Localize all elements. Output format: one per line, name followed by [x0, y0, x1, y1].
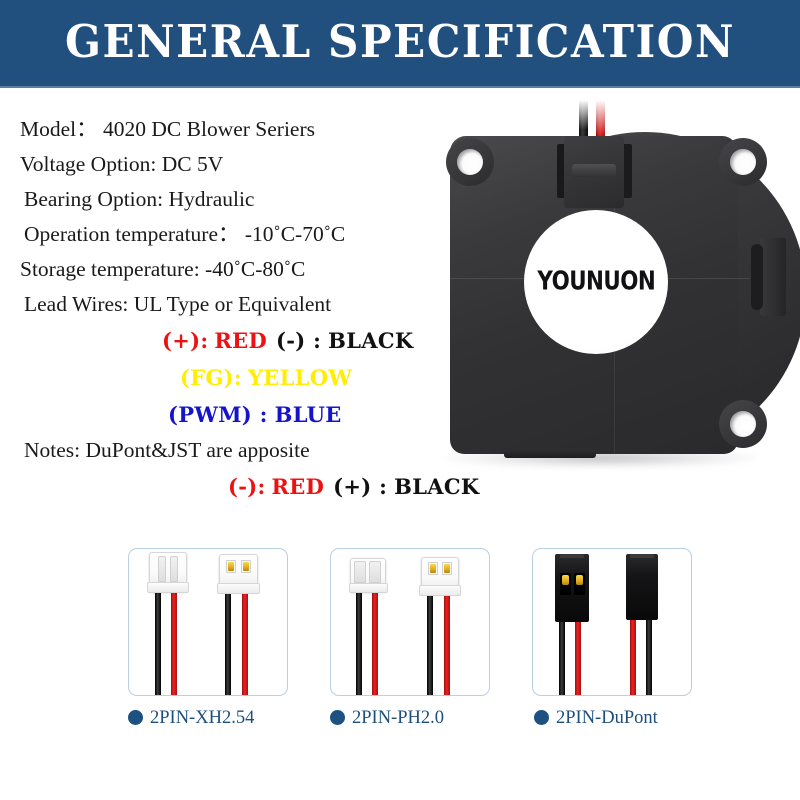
- polarity-row-power: (+):RED (-) :BLACK: [20, 322, 440, 359]
- reversed-plus-label: (+) :: [333, 474, 388, 499]
- connector-label-ph20: 2PIN-PH2.0: [330, 705, 490, 731]
- lead-red: [630, 615, 636, 695]
- connector-cap: [630, 554, 654, 558]
- pin-contact-right: [243, 562, 249, 571]
- reversed-plus-color: BLACK: [394, 474, 480, 499]
- lead-red: [242, 591, 248, 695]
- polarity-row-reversed: (-):RED (+) :BLACK: [20, 468, 479, 505]
- pwm-color: BLUE: [274, 402, 342, 427]
- reversed-minus-color: RED: [271, 474, 325, 499]
- spec-row-operation-temperature: Operation temperature： -10˚C-70˚C: [24, 222, 346, 246]
- connector-rib-right: [369, 561, 381, 583]
- wire-retention-clip: [572, 164, 616, 177]
- connector-label-dupont: 2PIN-DuPont: [534, 705, 692, 731]
- polarity-minus-label: (-) :: [276, 328, 322, 353]
- lead-red: [444, 593, 450, 695]
- connector-card-xh254[interactable]: 2PIN-XH2.54: [128, 548, 288, 731]
- pin-contact-right: [444, 564, 450, 573]
- spec-row-model: Model： 4020 DC Blower Seriers: [20, 117, 315, 141]
- fan-hub: YOUNUON: [524, 210, 668, 354]
- fan-outlet-tab: [760, 238, 786, 316]
- lead-red: [171, 589, 177, 695]
- connector-card-ph20[interactable]: 2PIN-PH2.0: [330, 548, 490, 731]
- connector-card-dupont[interactable]: 2PIN-DuPont: [532, 548, 692, 731]
- pin-contact-left: [430, 564, 436, 573]
- spec-row-storage-temperature: Storage temperature: -40˚C-80˚C: [20, 257, 306, 281]
- lead-black: [155, 589, 161, 695]
- brand-logo-text: YOUNUON: [537, 266, 655, 297]
- connector-skirt: [217, 583, 260, 594]
- mounting-hole-top-left: [446, 138, 494, 186]
- polarity-plus-color: RED: [214, 328, 267, 353]
- product-photo-blower-fan: YOUNUON: [424, 100, 800, 490]
- specification-list: Model： 4020 DC Blower Seriers Voltage Op…: [20, 112, 479, 505]
- connector-card-image-xh254: [128, 548, 288, 696]
- pin-contact-right: [576, 575, 583, 585]
- polarity-minus-color: BLACK: [328, 328, 414, 353]
- pin-contact-left: [562, 575, 569, 585]
- notes-text: Notes: DuPont&JST are apposite: [24, 438, 310, 462]
- spec-row-bearing: Bearing Option: Hydraulic: [24, 187, 255, 211]
- connector-card-image-dupont: [532, 548, 692, 696]
- fg-color: YELLOW: [247, 365, 353, 390]
- polarity-plus-label: (+):: [162, 328, 209, 353]
- connector-housing: [626, 554, 658, 620]
- connector-rib-right: [170, 556, 178, 582]
- connector-rib-left: [354, 561, 366, 583]
- bullet-icon: [330, 710, 345, 725]
- spec-row-lead-wires: Lead Wires: UL Type or Equivalent: [24, 292, 332, 316]
- page-title: GENERAL SPECIFICATION: [64, 15, 736, 68]
- header-banner: GENERAL SPECIFICATION: [0, 0, 800, 88]
- polarity-row-fg: (FG):YELLOW: [20, 359, 440, 396]
- mounting-hole-top-right: [719, 138, 767, 186]
- connector-label-xh254: 2PIN-XH2.54: [128, 705, 288, 731]
- fan-foot: [504, 450, 596, 458]
- connector-cap: [560, 554, 584, 558]
- connector-card-image-ph20: [330, 548, 490, 696]
- lead-red: [575, 617, 581, 695]
- polarity-row-pwm: (PWM) :BLUE: [20, 396, 440, 433]
- bullet-icon: [534, 710, 549, 725]
- bullet-icon: [128, 710, 143, 725]
- connector-options: 2PIN-XH2.54: [0, 548, 800, 738]
- connector-name: 2PIN-DuPont: [556, 708, 658, 728]
- pwm-label: (PWM) :: [168, 402, 268, 427]
- connector-name: 2PIN-PH2.0: [352, 708, 444, 728]
- lead-black: [559, 617, 565, 695]
- brand-logo: YOUNUON: [524, 266, 668, 297]
- connector-skirt: [147, 582, 189, 593]
- lead-black: [646, 615, 652, 695]
- fan-outlet-recess: [751, 244, 763, 310]
- connector-name: 2PIN-XH2.54: [150, 708, 255, 728]
- connector-rib-left: [158, 556, 166, 582]
- lead-black: [427, 593, 433, 695]
- fg-label: (FG):: [180, 365, 242, 390]
- lead-black: [225, 591, 231, 695]
- lead-black: [356, 591, 362, 695]
- lead-red: [372, 591, 378, 695]
- pin-contact-left: [228, 562, 234, 571]
- spec-row-voltage: Voltage Option: DC 5V: [20, 152, 224, 176]
- reversed-minus-label: (-):: [228, 474, 266, 499]
- connector-skirt: [419, 585, 461, 596]
- connector-skirt: [349, 583, 388, 593]
- mounting-hole-bottom-right: [719, 400, 767, 448]
